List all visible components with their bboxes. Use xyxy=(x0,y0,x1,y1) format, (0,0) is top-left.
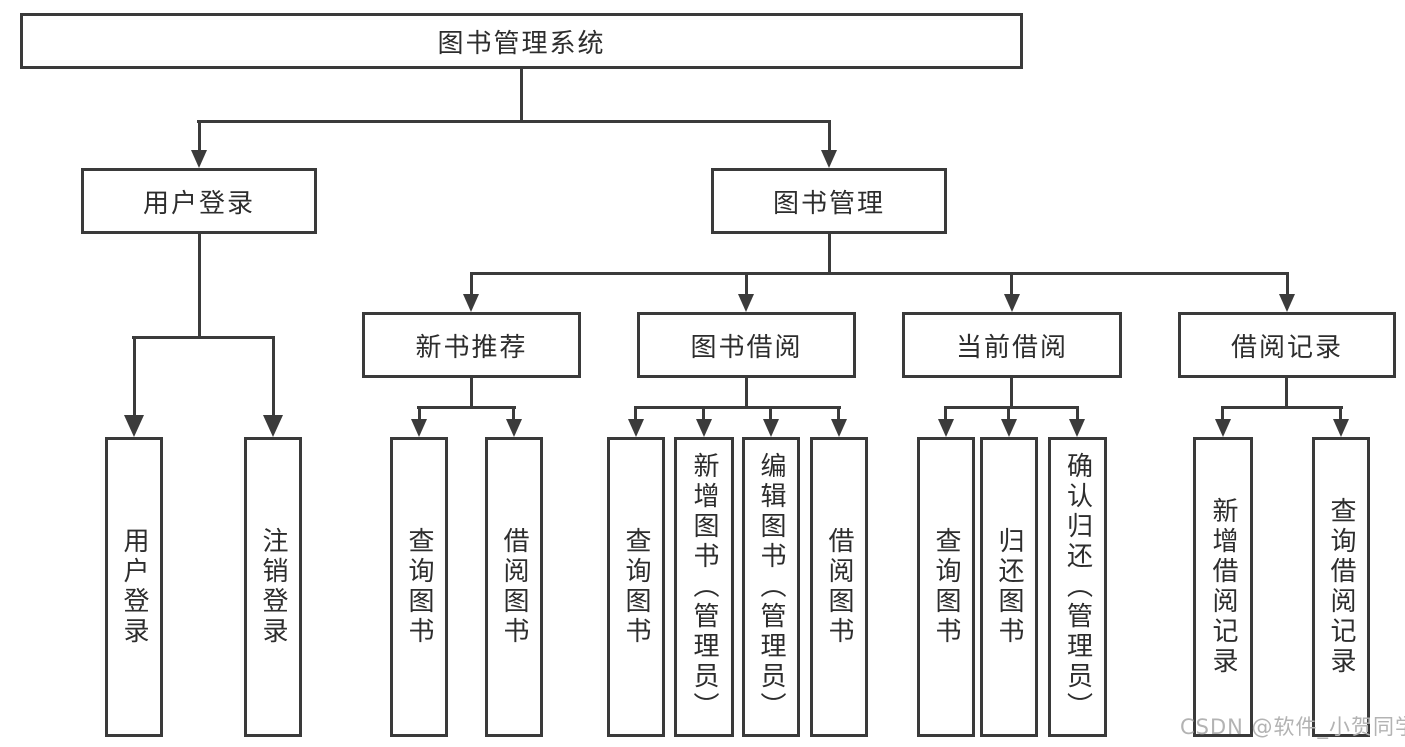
arrow-down-icon xyxy=(1004,294,1020,312)
node-edit-books-admin: 编辑图书（管理员） xyxy=(742,437,800,737)
connector-line xyxy=(1221,406,1224,422)
connector-line xyxy=(512,406,515,422)
node-borrowing-records: 借阅记录 xyxy=(1178,312,1396,378)
node-logout: 注销登录 xyxy=(244,437,302,737)
connector-line xyxy=(1286,272,1289,298)
arrow-down-icon xyxy=(506,419,522,437)
connector-line xyxy=(634,406,637,422)
arrow-down-icon xyxy=(738,294,754,312)
arrow-down-icon xyxy=(191,150,207,168)
node-query-books-borrowing: 查询图书 xyxy=(607,437,665,737)
connector-line xyxy=(1285,378,1288,406)
connector-line xyxy=(133,336,136,416)
node-new-book-recommend: 新书推荐 xyxy=(362,312,581,378)
connector-line xyxy=(828,234,831,272)
node-query-borrow-record: 查询借阅记录 xyxy=(1312,437,1370,737)
connector-line xyxy=(828,120,831,152)
connector-line xyxy=(745,378,748,406)
connector-line xyxy=(198,120,201,152)
node-borrow-books-borrowing: 借阅图书 xyxy=(810,437,868,737)
node-user-login: 用户登录 xyxy=(81,168,317,234)
connector-line xyxy=(944,406,947,422)
connector-line xyxy=(470,272,473,298)
arrow-down-icon xyxy=(411,419,427,437)
connector-line xyxy=(520,69,523,121)
connector-line xyxy=(470,272,1289,275)
arrow-down-icon xyxy=(696,419,712,437)
arrow-down-icon xyxy=(1279,294,1295,312)
connector-line xyxy=(272,336,275,416)
connector-line xyxy=(1221,406,1343,409)
arrow-down-icon xyxy=(1001,419,1017,437)
arrow-down-icon xyxy=(831,419,847,437)
connector-line xyxy=(1007,406,1010,422)
connector-line xyxy=(418,406,421,422)
node-book-management: 图书管理 xyxy=(711,168,947,234)
node-library-system: 图书管理系统 xyxy=(20,13,1023,69)
connector-line xyxy=(702,406,705,422)
connector-line xyxy=(1010,378,1013,406)
arrow-down-icon xyxy=(463,294,479,312)
arrow-down-icon xyxy=(1069,419,1085,437)
connector-line xyxy=(417,406,516,409)
connector-line xyxy=(1339,406,1342,422)
node-borrow-books-recommend: 借阅图书 xyxy=(485,437,543,737)
arrow-down-icon xyxy=(1215,419,1231,437)
connector-line xyxy=(470,378,473,406)
connector-line xyxy=(944,406,1079,409)
node-query-books-current: 查询图书 xyxy=(917,437,975,737)
connector-line xyxy=(1076,406,1079,422)
node-current-borrowing: 当前借阅 xyxy=(902,312,1122,378)
node-return-books: 归还图书 xyxy=(980,437,1038,737)
arrow-down-icon xyxy=(1333,419,1349,437)
watermark: CSDN @软件_小贺同学 xyxy=(1180,715,1405,739)
arrow-down-icon xyxy=(263,415,283,437)
arrow-down-icon xyxy=(938,419,954,437)
connector-line xyxy=(198,234,201,336)
arrow-down-icon xyxy=(763,419,779,437)
connector-line xyxy=(132,336,275,339)
connector-line xyxy=(769,406,772,422)
node-book-borrowing: 图书借阅 xyxy=(637,312,856,378)
node-login: 用户登录 xyxy=(105,437,163,737)
arrow-down-icon xyxy=(628,419,644,437)
connector-line xyxy=(197,120,831,123)
arrow-down-icon xyxy=(124,415,144,437)
arrow-down-icon xyxy=(821,150,837,168)
connector-line xyxy=(837,406,840,422)
node-query-books-recommend: 查询图书 xyxy=(390,437,448,737)
node-add-books-admin: 新增图书（管理员） xyxy=(674,437,734,737)
connector-line xyxy=(634,406,841,409)
node-add-borrow-record: 新增借阅记录 xyxy=(1193,437,1253,737)
connector-line xyxy=(745,272,748,298)
connector-line xyxy=(1010,272,1013,298)
node-confirm-return-admin: 确认归还（管理员） xyxy=(1048,437,1107,737)
